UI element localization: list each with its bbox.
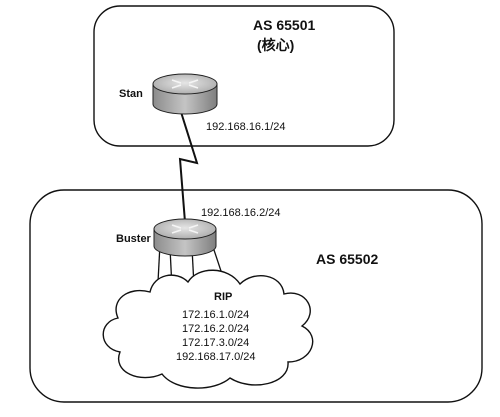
cloud-network-2: 172.16.2.0/24 <box>182 323 249 335</box>
stan-router-icon[interactable] <box>152 73 218 115</box>
cloud-protocol-label: RIP <box>214 291 232 303</box>
as-65501-boundary <box>93 5 395 147</box>
as-65501-label: AS 65501 <box>253 17 315 33</box>
stan-interface-ip: 192.168.16.1/24 <box>206 121 286 133</box>
buster-router-icon[interactable] <box>153 218 217 257</box>
stan-router-label: Stan <box>119 88 143 100</box>
cloud-network-1: 172.16.1.0/24 <box>182 309 249 321</box>
as-65501-sublabel: (核心) <box>257 37 294 53</box>
buster-router-label: Buster <box>116 233 152 245</box>
cloud-network-4: 192.168.17.0/24 <box>176 351 256 363</box>
rip-cloud <box>102 269 314 389</box>
as-65502-label: AS 65502 <box>316 251 378 267</box>
buster-interface-ip: 192.168.16.2/24 <box>201 207 281 219</box>
serial-link <box>178 111 199 223</box>
cloud-network-3: 172.17.3.0/24 <box>182 337 249 349</box>
as-65502-boundary <box>29 189 483 403</box>
